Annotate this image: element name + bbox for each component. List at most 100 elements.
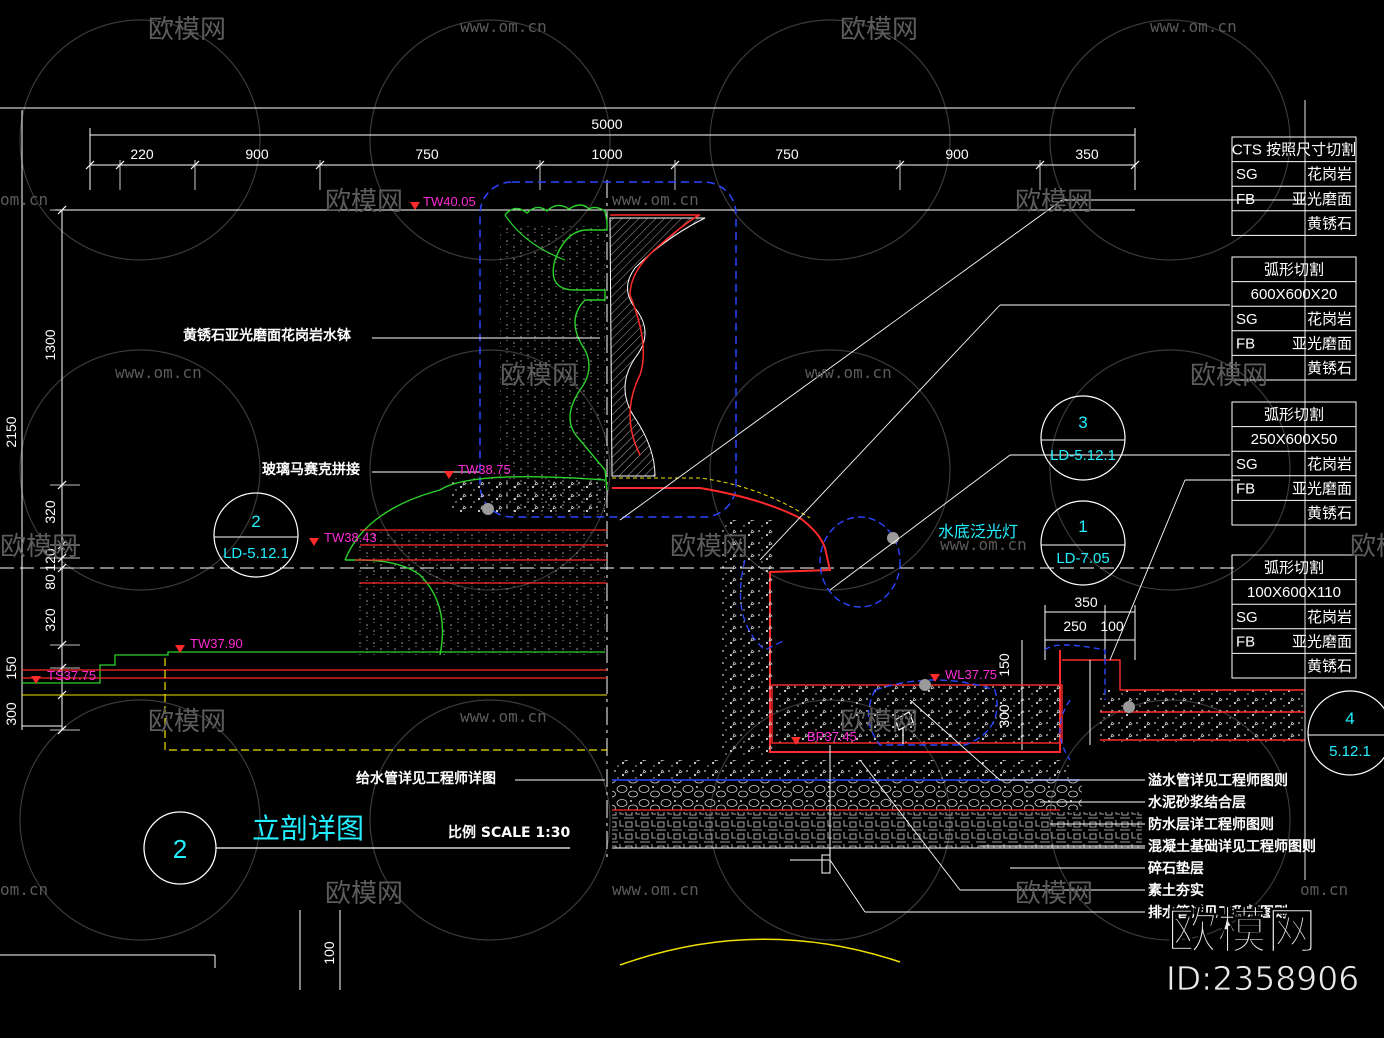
layer-note-1: 溢水管详见工程师图则 [1148,772,1288,789]
center-lines [0,180,1240,860]
legend-3-code-3: SG [1236,456,1258,473]
legend-1-code-3: FB [1236,191,1255,208]
callout-4: 4 5.12.1 [1307,690,1384,776]
title-block: 2 立剖详图 比例 SCALE 1:30 [143,811,571,885]
layer-note-2: 水泥砂浆结合层 [1148,794,1246,811]
dim-left-5: 320 [42,608,58,632]
callout-4-ref: 5.12.1 [1329,743,1371,760]
legend-1-value-3: 亚光磨面 [1292,191,1352,208]
watermark-brand-4: 欧模网 [1015,187,1093,217]
dim-left-6: 150 [3,656,19,680]
watermark-foreground: 欧模网欧模网欧模网欧模网欧模网欧模网欧模网欧模网欧模网欧模网欧模网欧模网欧模网w… [0,15,1384,998]
label-bowl: 黄锈石亚光磨面花岗岩水钵 [183,327,352,344]
legend-2-code-4: FB [1236,335,1255,352]
watermark-brand-8: 欧模网 [1350,532,1384,562]
legend-3-row-1: 弧形切割 [1264,407,1324,424]
dim-bottom-100: 100 [321,941,337,965]
layer-note-3: 防水层详工程师图则 [1148,816,1274,833]
legend-1-value-2: 花岗岩 [1307,166,1352,183]
dimension-lines [0,107,1140,990]
callout-2-number: 2 [251,512,260,531]
elev-ts3775: TS37.75 [47,668,96,683]
dim-right-100: 100 [1100,618,1124,634]
brand-name: 欧模网 [1167,902,1317,960]
brand-id: ID:2358906 [1166,959,1359,998]
watermark-brand-6: 欧模网 [1190,361,1268,391]
dim-top-3: 750 [415,146,439,162]
leader-lines [372,100,1306,913]
label-underwater-light: 水底泛光灯 [938,523,1018,541]
legend-2-row-2: 600X600X20 [1251,286,1338,303]
watermark-brand-11: 欧模网 [325,879,403,909]
dim-top-5: 750 [775,146,799,162]
legend-4-code-3: SG [1236,609,1258,626]
callout-3-ref: LD-5.12.1 [1050,447,1116,464]
layer-note-6: 素土夯实 [1148,882,1204,899]
dim-left-1: 1300 [42,329,58,360]
watermark-url-4: www.om.cn [115,363,202,382]
legend-4-row-1: 弧形切割 [1264,560,1324,577]
layer-note-4: 混凝土基础详见工程师图则 [1148,838,1316,855]
elev-tw3875: TW38.75 [458,462,511,477]
dim-left-4: 80 [42,574,58,590]
legend-2-value-5: 黄锈石 [1307,360,1352,377]
arc-outline [619,938,901,966]
annotations: 黄锈石亚光磨面花岗岩水钵 玻璃马赛克拼接 给水管详见工程师详图 水底泛光灯 溢水… [183,327,1316,921]
watermark-brand-2: 欧模网 [840,15,918,45]
dim-left-overall: 2150 [3,416,19,447]
legend-3-code-4: FB [1236,480,1255,497]
elev-wl3775: WL37.75 [945,667,997,682]
callout-4-number: 4 [1345,709,1354,728]
watermark-url-8: www.om.cn [612,880,699,899]
title-text: 立剖详图 [252,813,364,844]
legend-4-row-2: 100X600X110 [1247,584,1341,601]
dim-top-4: 1000 [591,146,622,162]
watermark-brand-9: 欧模网 [148,707,226,737]
watermark-url-5: www.om.cn [805,363,892,382]
watermark-brand-3: 欧模网 [325,187,403,217]
legend-3-value-5: 黄锈石 [1307,505,1352,522]
callout-1-number: 1 [1078,517,1087,536]
legend-3-value-4: 亚光磨面 [1292,480,1352,497]
dim-left-3: 120 [42,548,58,572]
elevation-markers: TW40.05 TW38.75 TW38.43 TW37.90 TS37.75 … [31,194,997,745]
fountain-section [482,214,1305,874]
dim-right-250: 250 [1063,618,1087,634]
watermark-url-short-1: om.cn [0,190,48,209]
watermark-url-3: www.om.cn [612,190,699,209]
elev-bp3745: BP37.45 [807,729,857,744]
watermark-brand-10: 欧模网 [840,707,918,737]
legend-4-value-5: 黄锈石 [1307,658,1352,675]
legend-3-row-2: 250X600X50 [1251,431,1338,448]
dim-top-1: 220 [130,146,154,162]
callout-3-number: 3 [1078,413,1087,432]
callout-1-ref: LD-7.05 [1056,550,1109,567]
watermark-brand-13: 欧模网 [0,532,78,562]
elev-tw3790: TW37.90 [190,636,243,651]
dimension-text: 5000 220 900 750 1000 750 900 350 2150 1… [3,116,1124,965]
watermark-url-short-2: om.cn [0,880,48,899]
watermark-url-1: www.om.cn [460,17,547,36]
legend-2-value-3: 花岗岩 [1307,311,1352,328]
watermark-url-short-3: om.cn [1300,880,1348,899]
title-scale: 比例 SCALE 1:30 [448,824,571,841]
watermark-brand-7: 欧模网 [670,532,748,562]
dim-left-7: 300 [3,702,19,726]
watermark-url-6: www.om.cn [940,535,1027,554]
title-circle-number: 2 [173,834,187,864]
brand-logo: 欧模网 ID:2358906 [1166,902,1360,999]
legend-2-row-1: 弧形切割 [1264,262,1324,279]
label-supply-pipe: 给水管详见工程师详图 [356,770,496,787]
label-mosaic: 玻璃马赛克拼接 [262,461,360,478]
legend-2-code-3: SG [1236,311,1258,328]
callout-2: 2 LD-5.12.1 [213,492,299,578]
elev-tw3843: TW38.43 [324,530,377,545]
legend-4-value-3: 花岗岩 [1307,609,1352,626]
callout-2-ref: LD-5.12.1 [223,545,289,562]
legend-1-row-1: CTS 按照尺寸切割 [1232,142,1356,159]
legend-1-value-4: 黄锈石 [1307,215,1352,232]
